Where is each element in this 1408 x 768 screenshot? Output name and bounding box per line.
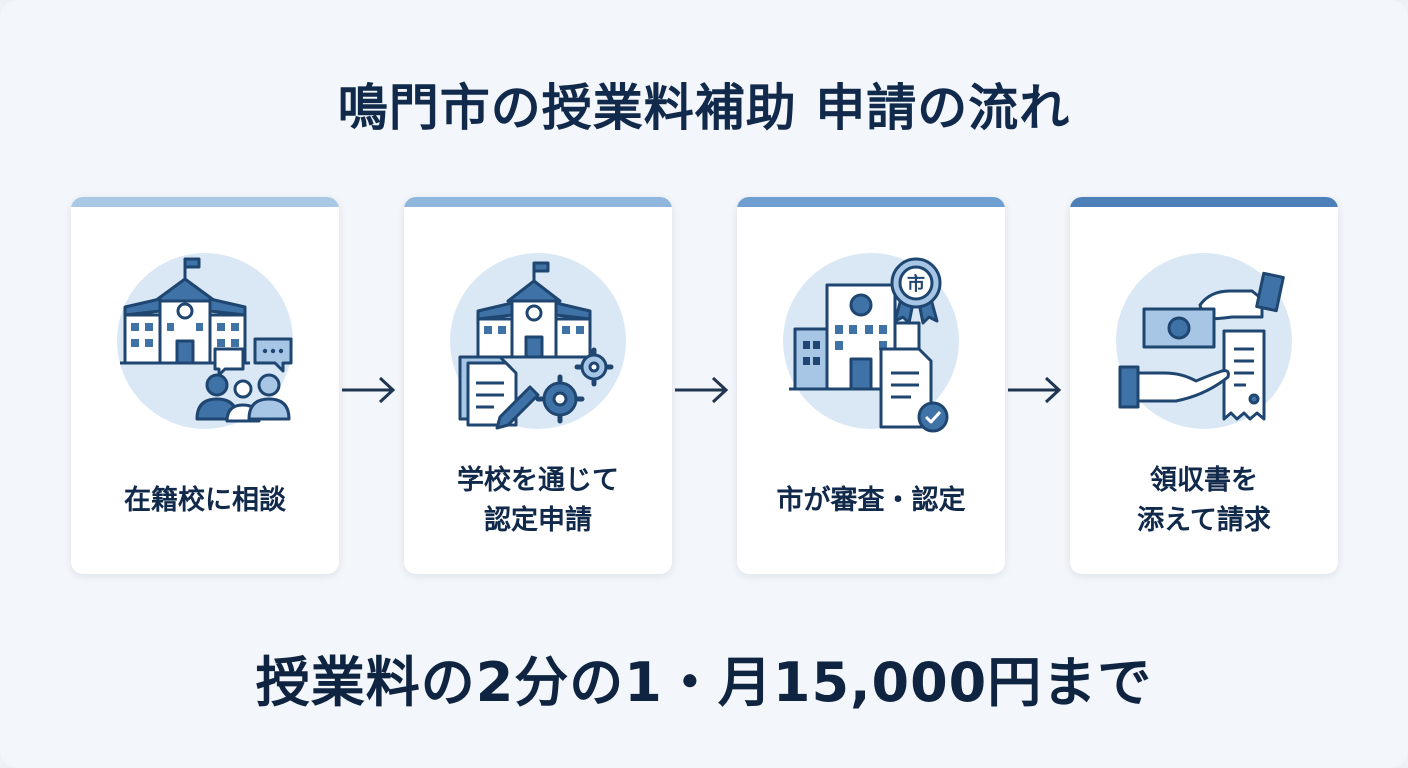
subsidy-amount-summary: 授業料の2分の1・月15,000円まで — [255, 651, 1153, 714]
step-card-2: 学校を通じて 認定申請 — [404, 197, 672, 574]
step-card-1-label-line-1: 在籍校に相談 — [124, 485, 286, 516]
school-application-icon — [438, 249, 638, 439]
step-card-4-top-bar — [1070, 197, 1338, 207]
arrow-right-icon — [1004, 372, 1064, 408]
step-card-2-top-bar — [404, 197, 672, 207]
step-card-2-label-line-2: 認定申請 — [484, 505, 592, 536]
city-review-icon: 市 — [771, 249, 971, 439]
step-card-1-top-bar — [71, 197, 339, 207]
step-card-4-label-line-2: 添えて請求 — [1137, 505, 1271, 536]
step-card-4-label-line-1: 領収書を — [1150, 465, 1258, 496]
step-card-4: 領収書を 添えて請求 — [1070, 197, 1338, 574]
step-card-3-top-bar — [737, 197, 1005, 207]
step-card-3-label: 市が審査・認定 — [737, 481, 1005, 521]
step-card-4-label: 領収書を 添えて請求 — [1070, 461, 1338, 541]
step-card-3-label-line-1: 市が審査・認定 — [776, 485, 966, 516]
step-card-1: 在籍校に相談 — [71, 197, 339, 574]
seal-text: 市 — [907, 273, 925, 295]
step-card-2-label-line-1: 学校を通じて — [457, 465, 619, 496]
receipt-payment-icon — [1104, 249, 1304, 439]
arrow-right-icon — [671, 372, 731, 408]
arrow-right-icon — [338, 372, 398, 408]
page-title: 鳴門市の授業料補助 申請の流れ — [337, 79, 1071, 137]
step-card-2-label: 学校を通じて 認定申請 — [404, 461, 672, 541]
school-consultation-icon — [105, 249, 305, 439]
step-card-1-label: 在籍校に相談 — [71, 481, 339, 521]
step-card-3: 市 市が審査・認定 — [737, 197, 1005, 574]
